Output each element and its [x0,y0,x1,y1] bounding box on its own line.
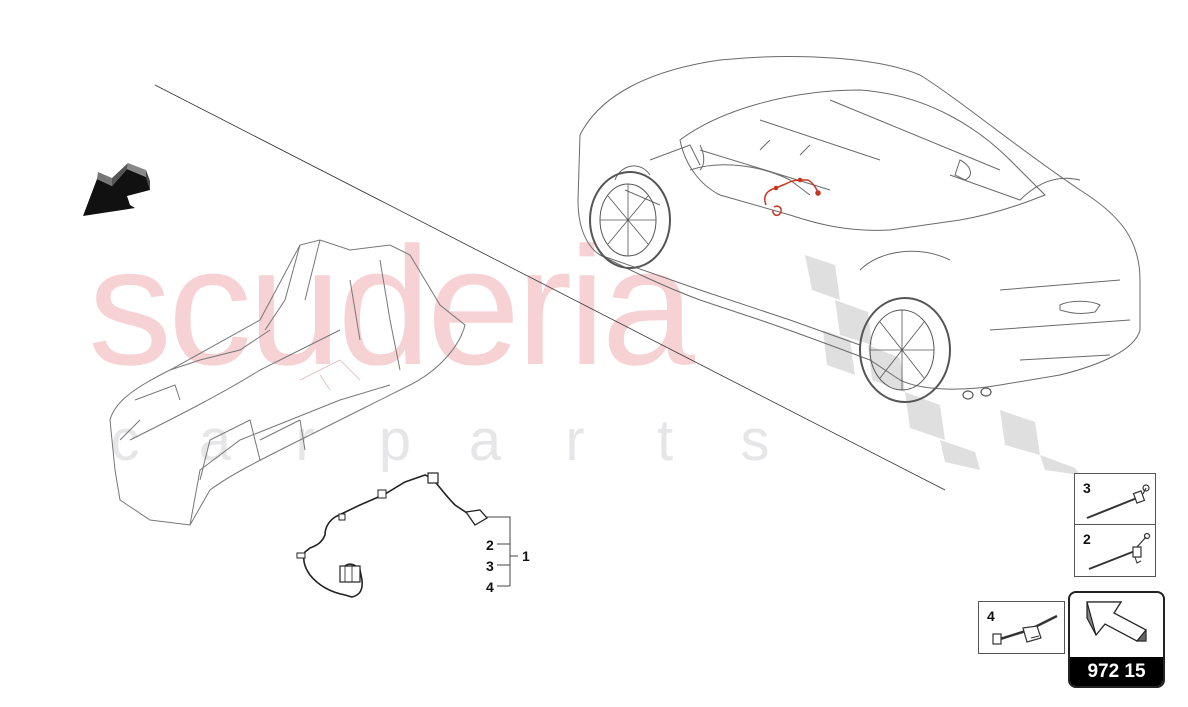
watermark-letter: p [378,408,412,473]
watermark-letter: a [198,408,232,473]
divider-line [154,84,946,491]
inset-number: 3 [1083,480,1091,496]
watermark-car-parts: c a r p a r t s [80,412,800,470]
cable-tie-anchor-icon [992,614,1058,645]
checkered-flag-watermark [805,255,1080,475]
exhaust-tips [962,387,992,400]
watermark-letter: t [656,408,674,473]
watermark-letter: s [740,408,770,473]
inset-part-4[interactable]: 4 [978,601,1065,654]
callout-2: 2 [486,537,494,553]
direction-arrow-icon [83,163,150,216]
watermark-letter: r [565,408,585,473]
callout-assembly-1: 1 [522,548,530,564]
watermark-letter: r [295,408,315,473]
cable-tie-clip-icon [1086,484,1150,519]
inset-part-2[interactable]: 2 [1074,524,1156,577]
page-reference-box[interactable]: 972 15 [1068,591,1165,688]
console-red-tint [299,359,361,391]
arrow-pointer-icon [1086,601,1147,642]
page-reference-label: 972 15 [1070,657,1163,686]
inset-number: 4 [987,608,995,624]
watermark-letter: c [110,408,140,473]
callout-3: 3 [486,558,494,574]
callout-4: 4 [486,579,494,595]
inset-part-3[interactable]: 3 [1074,473,1156,525]
rear-wheel [859,297,951,403]
highlighted-harness-location [764,177,821,217]
center-console-illustration [109,239,466,526]
watermark-letter: a [468,408,502,473]
inset-number: 2 [1083,531,1091,547]
front-wheel [589,171,671,269]
callout-leaders [487,516,518,587]
vehicle-illustration [577,56,1141,390]
wiring-harness-part [296,472,489,598]
cable-tie-mount-icon [1088,532,1151,570]
